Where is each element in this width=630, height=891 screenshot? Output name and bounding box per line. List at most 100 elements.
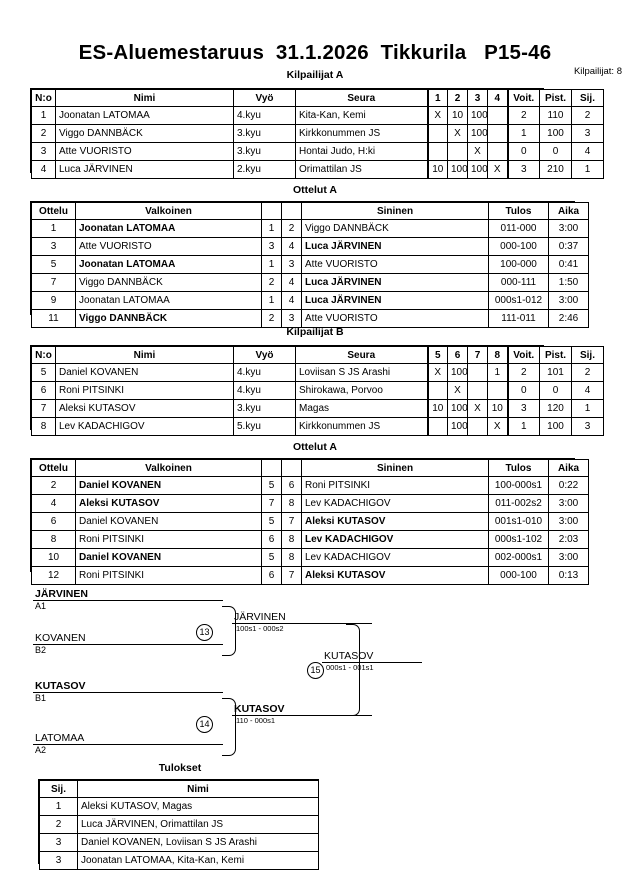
header-name: Nimi bbox=[77, 780, 319, 798]
bracket-semifinal-1-rule bbox=[232, 623, 372, 624]
cell-white-no: 7 bbox=[261, 494, 282, 513]
header-opponent-6: 6 bbox=[447, 346, 468, 364]
bracket-connector-final bbox=[346, 624, 360, 716]
cell-blue-no: 7 bbox=[281, 512, 302, 531]
cell-vs-3: 100 bbox=[467, 106, 488, 125]
header-blue: Sininen bbox=[301, 202, 489, 220]
cell-blue-no: 4 bbox=[281, 237, 302, 256]
cell-rank: 2 bbox=[571, 363, 604, 382]
cell-vs-5 bbox=[426, 381, 448, 400]
bracket-semifinal-2-score: 110 - 000s1 bbox=[236, 716, 276, 725]
cell-vs-4 bbox=[487, 124, 508, 143]
cell-blue-name: Luca JÄRVINEN bbox=[301, 273, 489, 292]
cell-blue-no: 4 bbox=[281, 273, 302, 292]
cell-time: 3:00 bbox=[548, 219, 589, 238]
cell-white-name: Daniel KOVANEN bbox=[75, 476, 262, 495]
header-opponent-4: 4 bbox=[487, 89, 508, 107]
table-header-row: Sij.Nimi bbox=[39, 780, 319, 798]
cell-result: 000s1-012 bbox=[488, 291, 549, 310]
cell-rank: 3 bbox=[39, 833, 78, 852]
header-wins: Voit. bbox=[506, 346, 540, 364]
cell-belt: 2.kyu bbox=[233, 160, 296, 179]
cell-vs-3: X bbox=[467, 142, 488, 161]
cell-vs-5: X bbox=[426, 363, 448, 382]
cell-white-no: 1 bbox=[261, 291, 282, 310]
bracket-seed-3-code: B1 bbox=[35, 693, 47, 703]
bracket-semifinal-1-winner-name: JÄRVINEN bbox=[234, 611, 286, 623]
cell-belt: 4.kyu bbox=[233, 381, 296, 400]
cell-match-no: 1 bbox=[31, 219, 76, 238]
cell-vs-4 bbox=[487, 142, 508, 161]
bracket-semifinal-1-score: 100s1 - 000s2 bbox=[236, 624, 284, 633]
header-opponent-7: 7 bbox=[467, 346, 488, 364]
cell-white-name: Roni PITSINKI bbox=[75, 566, 262, 585]
cell-no: 8 bbox=[31, 417, 56, 436]
page-title: ES-Aluemestaruus 31.1.2026 Tikkurila P15… bbox=[78, 41, 552, 64]
cell-vs-8 bbox=[487, 381, 508, 400]
header-rank: Sij. bbox=[39, 780, 78, 798]
cell-blue-name: Aleksi KUTASOV bbox=[301, 566, 489, 585]
cell-club: Magas bbox=[295, 399, 428, 418]
cell-vs-6: 100 bbox=[447, 363, 468, 382]
bracket-seed-3-name: KUTASOV bbox=[35, 680, 86, 692]
cell-name: Joonatan LATOMAA, Kita-Kan, Kemi bbox=[77, 851, 319, 870]
bracket-seed-1-code: A1 bbox=[35, 601, 47, 611]
cell-white-no: 5 bbox=[261, 512, 282, 531]
caption-pool-b-matches: Ottelut A bbox=[293, 441, 337, 453]
bracket-final-winner-name: KUTASOV bbox=[324, 650, 374, 662]
caption-results: Tulokset bbox=[158, 762, 202, 774]
cell-vs-1 bbox=[426, 142, 448, 161]
cell-vs-2: 100 bbox=[447, 160, 468, 179]
cell-vs-2: 10 bbox=[447, 106, 468, 125]
cell-time: 0:41 bbox=[548, 255, 589, 274]
cell-name: Daniel KOVANEN bbox=[55, 363, 234, 382]
cell-name: Daniel KOVANEN, Loviisan S JS Arashi bbox=[77, 833, 319, 852]
cell-wins: 2 bbox=[506, 106, 540, 125]
cell-time: 1:50 bbox=[548, 273, 589, 292]
bracket-semifinal-1-winner: JÄRVINEN 100s1 - 000s2 bbox=[232, 611, 372, 634]
cell-blue-no: 8 bbox=[281, 530, 302, 549]
cell-white-no: 2 bbox=[261, 273, 282, 292]
cell-white-name: Aleksi KUTASOV bbox=[75, 494, 262, 513]
header-rank: Sij. bbox=[571, 346, 604, 364]
cell-white-no: 3 bbox=[261, 237, 282, 256]
cell-time: 3:00 bbox=[548, 512, 589, 531]
cell-points: 0 bbox=[539, 381, 572, 400]
cell-white-name: Daniel KOVANEN bbox=[75, 512, 262, 531]
cell-wins: 1 bbox=[506, 417, 540, 436]
cell-result: 000s1-102 bbox=[488, 530, 549, 549]
cell-result: 111-011 bbox=[488, 309, 549, 328]
bracket-seed-1-name: JÄRVINEN bbox=[35, 588, 88, 600]
cell-name: Viggo DANNBÄCK bbox=[55, 124, 234, 143]
caption-pool-a-matches: Ottelut A bbox=[293, 184, 337, 196]
header-rank: Sij. bbox=[571, 89, 604, 107]
cell-time: 3:00 bbox=[548, 548, 589, 567]
cell-white-no: 2 bbox=[261, 309, 282, 328]
cell-vs-6: X bbox=[447, 381, 468, 400]
cell-vs-2 bbox=[447, 142, 468, 161]
cell-white-name: Daniel KOVANEN bbox=[75, 548, 262, 567]
cell-belt: 3.kyu bbox=[233, 142, 296, 161]
header-opponent-5: 5 bbox=[426, 346, 448, 364]
bracket-final-score: 000s1 - 001s1 bbox=[326, 663, 374, 672]
cell-blue-name: Lev KADACHIGOV bbox=[301, 530, 489, 549]
header-points: Pist. bbox=[539, 346, 572, 364]
cell-time: 3:00 bbox=[548, 291, 589, 310]
cell-white-name: Joonatan LATOMAA bbox=[75, 219, 262, 238]
cell-blue-no: 4 bbox=[281, 291, 302, 310]
cell-blue-name: Viggo DANNBÄCK bbox=[301, 219, 489, 238]
cell-club: Loviisan S JS Arashi bbox=[295, 363, 428, 382]
cell-points: 210 bbox=[539, 160, 572, 179]
cell-no: 3 bbox=[31, 142, 56, 161]
